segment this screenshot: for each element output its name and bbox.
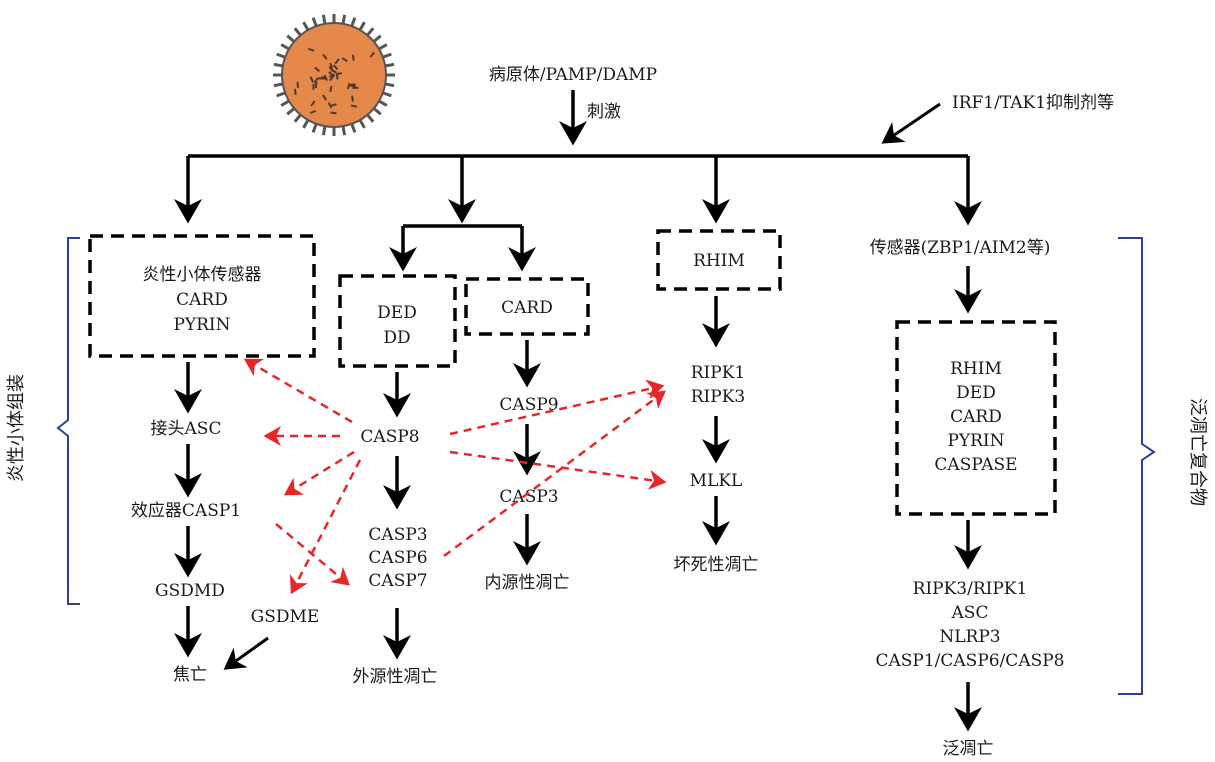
domain-card: CARD xyxy=(950,407,1002,427)
virus-texture-mark xyxy=(341,57,348,63)
panoptosis-domain-box xyxy=(895,320,1057,516)
crosstalk-casp8-to-casp1 xyxy=(283,450,355,496)
card-box xyxy=(464,277,590,336)
ded-label: DED xyxy=(377,303,417,323)
complex-ripk3-ripk1: RIPK3/RIPK1 xyxy=(913,579,1028,599)
card-box-label: CARD xyxy=(501,298,553,318)
virus-texture-mark xyxy=(327,102,333,109)
virus-texture-mark xyxy=(330,111,337,115)
virus-texture-mark xyxy=(313,77,319,84)
domain-pyrin: PYRIN xyxy=(947,431,1004,451)
virus-texture-mark xyxy=(296,81,300,88)
virus-texture-mark xyxy=(369,51,376,58)
virus-texture-mark xyxy=(314,81,318,89)
inflammasome-assembly-label: 炎性小体组装 xyxy=(6,374,27,482)
virus-texture-mark xyxy=(332,64,339,71)
gsdme-label: GSDME xyxy=(251,607,320,627)
executioner-casp3: CASP3 xyxy=(368,525,427,545)
virus-texture-mark xyxy=(322,94,328,101)
inhibitor-arrow xyxy=(881,102,941,144)
casp8-label: CASP8 xyxy=(360,427,419,447)
virus-texture-mark xyxy=(334,58,340,65)
virus-texture-mark xyxy=(329,62,334,70)
executioner-casp7: CASP7 xyxy=(368,571,427,591)
inflammasome-pyrin-label: PYRIN xyxy=(173,315,230,335)
intrinsic-casp3-label: CASP3 xyxy=(499,487,558,507)
crosstalk-casp8-to-mlkl xyxy=(449,450,667,490)
inflammasome-sensor-title: 炎性小体传感器 xyxy=(143,265,262,285)
virus-texture-mark xyxy=(351,54,355,61)
virus-texture-mark xyxy=(294,88,297,95)
panoptosis-complex-label: 泛凋亡复合物 xyxy=(1187,398,1208,506)
complex-asc: ASC xyxy=(951,603,989,623)
necroptosis-label: 坏死性凋亡 xyxy=(674,555,759,575)
virus-texture-mark xyxy=(309,109,317,114)
intrinsic-apoptosis-label: 内源性凋亡 xyxy=(485,573,570,593)
casp9-label: CASP9 xyxy=(499,395,558,415)
domain-caspase: CASPASE xyxy=(934,455,1017,475)
panoptosis-sensor-label: 传感器(ZBP1/AIM2等) xyxy=(870,238,1051,258)
dd-label: DD xyxy=(383,328,410,348)
virus-texture-mark xyxy=(328,65,334,72)
ripk3-label: RIPK3 xyxy=(691,387,745,407)
virus-texture-mark xyxy=(350,104,358,108)
panoptosis-label: 泛凋亡 xyxy=(943,739,994,759)
asc-label: 接头ASC xyxy=(151,419,222,439)
casp1-label: 效应器CASP1 xyxy=(131,501,241,521)
crosstalk-casp8-to-inflammasome xyxy=(243,358,353,424)
crosstalk-casp8-to-gsdme xyxy=(289,459,362,595)
mlkl-label: MLKL xyxy=(690,471,743,491)
inflammasome-bracket xyxy=(56,237,80,605)
ded-dd-box xyxy=(338,274,457,368)
gsdmd-label: GSDMD xyxy=(155,581,225,601)
virus-texture-mark xyxy=(351,95,354,102)
virus-texture-mark xyxy=(322,53,328,60)
virus-texture-mark xyxy=(329,85,333,93)
virus-texture-mark xyxy=(314,66,321,73)
virus-texture-mark xyxy=(309,76,315,83)
executioner-casp6: CASP6 xyxy=(368,548,427,568)
virus-texture-mark xyxy=(328,74,336,78)
virus-texture-mark xyxy=(328,71,335,77)
stimulate-label: 刺激 xyxy=(587,102,621,122)
rhim-box xyxy=(656,229,782,291)
virus-texture-mark xyxy=(330,103,337,107)
crosstalk-casp1-to-executioners xyxy=(275,523,350,586)
ripk1-label: RIPK1 xyxy=(691,363,745,383)
domain-ded: DED xyxy=(956,383,996,403)
inhibitor-label: IRF1/TAK1抑制剂等 xyxy=(952,93,1114,113)
inflammasome-card-label: CARD xyxy=(176,290,228,310)
virus-texture-mark xyxy=(310,100,316,107)
virus-texture-mark xyxy=(329,75,335,82)
arrow-gsdme-to-pyroptosis xyxy=(223,636,269,670)
inflammasome-sensor-box xyxy=(88,234,316,358)
trigger-label: 病原体/PAMP/DAMP xyxy=(489,65,657,85)
virus-texture-mark xyxy=(323,74,328,81)
pyroptosis-label: 焦亡 xyxy=(173,665,207,685)
complex-casp-list: CASP1/CASP6/CASP8 xyxy=(875,651,1064,671)
complex-nlrp3: NLRP3 xyxy=(939,627,1000,647)
virus-texture-mark xyxy=(308,47,315,52)
virus-texture-mark xyxy=(346,82,351,90)
crosstalk-executioners-to-ripk xyxy=(443,390,667,558)
extrinsic-apoptosis-label: 外源性凋亡 xyxy=(353,667,438,687)
rhim-box-label: RHIM xyxy=(693,251,745,271)
domain-rhim: RHIM xyxy=(950,359,1002,379)
pathogen-virus-icon xyxy=(273,14,395,136)
panoptosis-bracket xyxy=(1118,237,1156,695)
